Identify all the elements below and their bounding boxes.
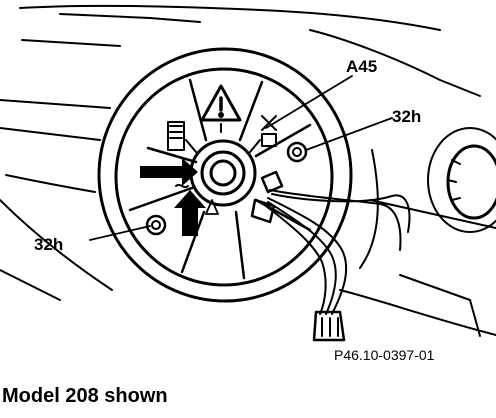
instrument-gauge xyxy=(427,127,496,233)
arrow-up xyxy=(174,190,206,236)
figure-reference-number: P46.10-0397-01 xyxy=(334,347,435,363)
callout-a45-label: A45 xyxy=(346,57,377,76)
screw-bottom xyxy=(145,214,167,236)
dashboard-outline xyxy=(0,4,496,337)
steering-wheel-rim xyxy=(97,47,353,303)
arrow-left xyxy=(140,158,198,186)
callout-32h-top-label: 32h xyxy=(392,107,421,126)
screw-top xyxy=(286,141,308,163)
hub-symbol-icons xyxy=(167,115,277,215)
callout-leaders xyxy=(89,75,393,241)
connector-plug xyxy=(250,170,284,224)
figure-caption: Model 208 shown xyxy=(2,385,168,407)
wiring-harness xyxy=(265,189,411,315)
harness-connector xyxy=(312,310,346,342)
wheel-spokes xyxy=(128,78,312,280)
callout-32h-bottom-label: 32h xyxy=(34,235,63,254)
warning-triangle-icon xyxy=(200,84,242,133)
